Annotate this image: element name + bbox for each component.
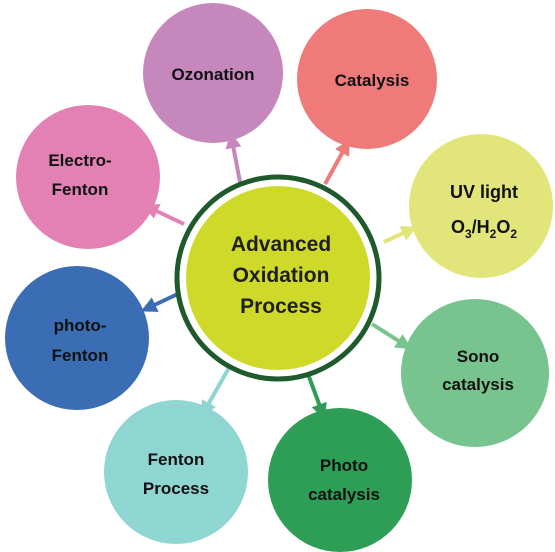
node-electro-fenton-circle (16, 105, 160, 249)
node-electro-fenton: Electro- Fenton (16, 105, 160, 249)
node-photo-fenton: photo- Fenton (5, 266, 149, 410)
node-fenton-process-label-1: Fenton (148, 450, 205, 469)
node-sono-catalysis: Sono catalysis (401, 299, 549, 447)
node-fenton-process-circle (104, 400, 248, 544)
node-fenton-process-label-2: Process (143, 479, 209, 498)
node-catalysis-label: Catalysis (335, 71, 410, 90)
node-electro-fenton-label-1: Electro- (48, 151, 111, 170)
center-label-1: Advanced (231, 233, 331, 256)
node-photo-fenton-label-2: Fenton (52, 346, 109, 365)
center-circle (186, 186, 370, 370)
arrow-photo-catalysis (306, 373, 327, 420)
node-fenton-process: Fenton Process (104, 400, 248, 544)
node-catalysis: Catalysis (297, 9, 437, 149)
node-ozonation-label: Ozonation (171, 65, 254, 84)
arrow-electro-fenton (142, 204, 185, 226)
node-uv-light-circle (409, 134, 553, 278)
center-label-2: Oxidation (233, 264, 330, 287)
node-sono-catalysis-label-2: catalysis (442, 375, 514, 394)
center-label-3: Process (240, 295, 322, 318)
node-uv-light: UV light O3/H2O2 (409, 134, 553, 278)
node-uv-light-label: UV light (450, 182, 518, 202)
node-photo-catalysis-label-2: catalysis (308, 485, 380, 504)
node-sono-catalysis-label-1: Sono (457, 347, 500, 366)
arrow-uv-light (383, 226, 418, 244)
node-photo-catalysis-circle (268, 408, 412, 552)
node-sono-catalysis-circle (401, 299, 549, 447)
node-catalysis-circle (297, 9, 437, 149)
arrow-ozonation (225, 132, 242, 183)
arrow-sono-catalysis (370, 322, 412, 350)
arrow-catalysis (323, 138, 350, 185)
node-ozonation: Ozonation (143, 3, 283, 143)
node-photo-fenton-label-1: photo- (54, 316, 107, 335)
center-node: Advanced Oxidation Process (174, 174, 382, 382)
node-photo-catalysis: Photo catalysis (268, 408, 412, 552)
arrow-fenton-process (201, 365, 232, 417)
node-electro-fenton-label-2: Fenton (52, 180, 109, 199)
node-photo-fenton-circle (5, 266, 149, 410)
node-ozonation-circle (143, 3, 283, 143)
node-photo-catalysis-label-1: Photo (320, 456, 368, 475)
